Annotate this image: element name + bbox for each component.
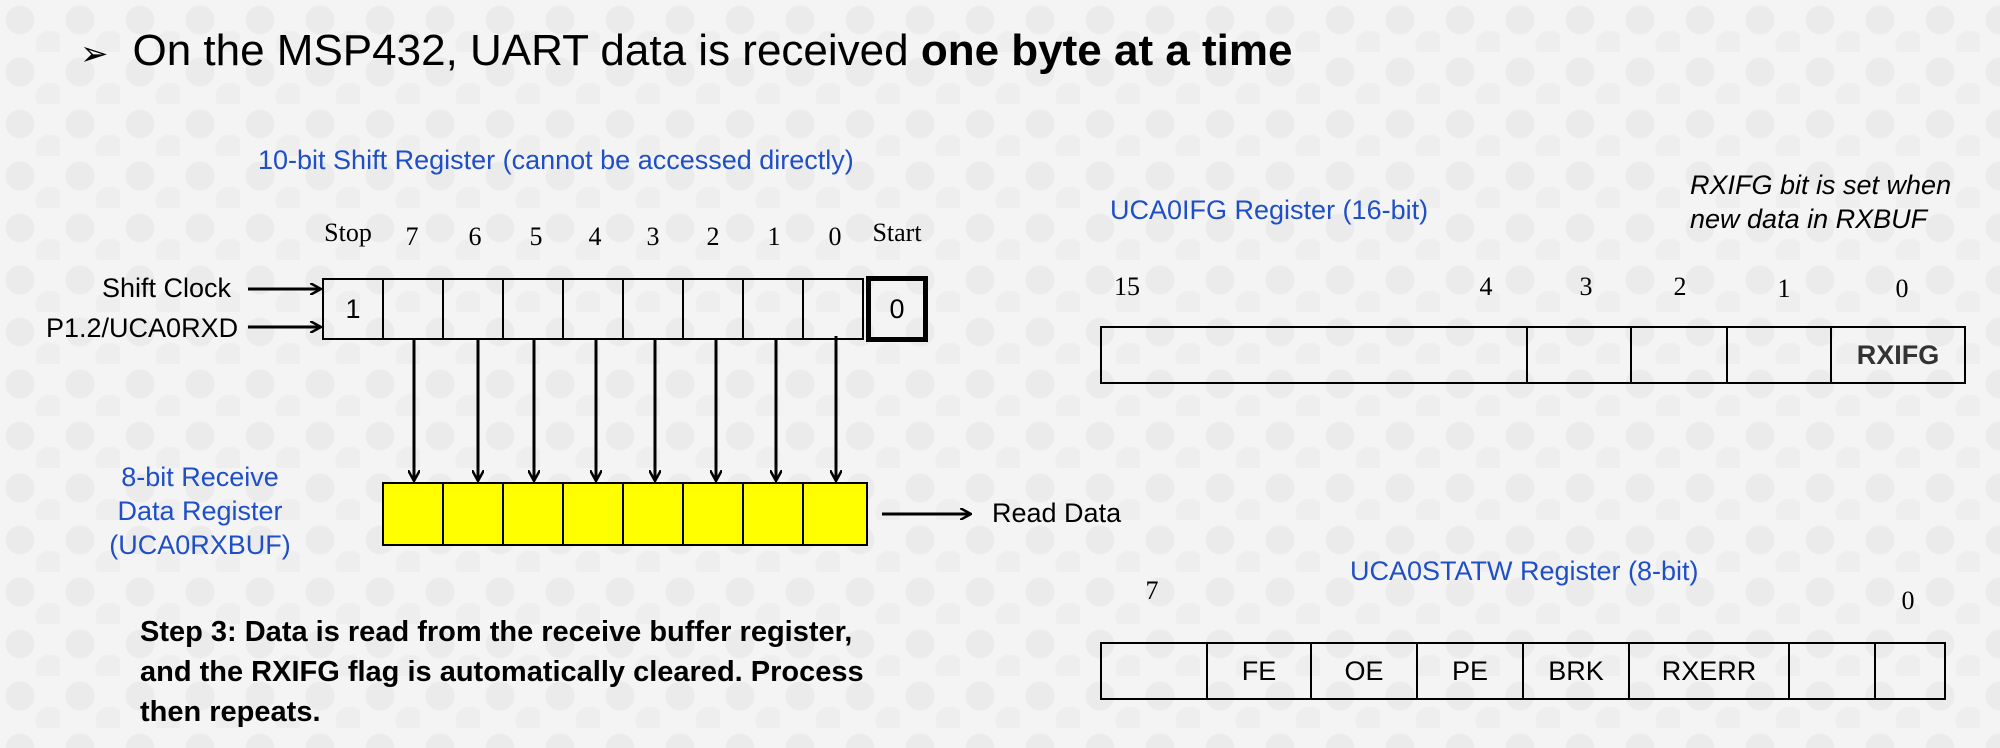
ifg-bit-label: 1 [1777, 274, 1791, 303]
receive-register-label-line: 8-bit Receive [121, 462, 279, 492]
rxbuf-cell [622, 482, 684, 546]
shift-cell-start: 0 [866, 276, 928, 342]
shift-bit-label: Stop [324, 218, 372, 247]
ifg-register-title: UCA0IFG Register (16-bit) [1110, 195, 1429, 225]
statw-register-title: UCA0STATW Register (8-bit) [1350, 556, 1699, 586]
headline: ➢ On the MSP432, UART data is received on… [80, 26, 1293, 76]
shift-bit-label: 2 [706, 222, 720, 251]
ifg-cell-rxifg: RXIFG [1830, 326, 1966, 384]
shift-bit-label: 3 [646, 222, 660, 251]
statw-cell [1100, 642, 1208, 700]
rxifg-note: RXIFG bit is set when new data in RXBUF [1690, 168, 1951, 236]
rxd-pin-label: P1.2/UCA0RXD [46, 313, 239, 343]
shift-bit-label: 7 [405, 222, 419, 251]
headline-text: On the MSP432, UART data is received [132, 26, 921, 75]
statw-cell-brk: BRK [1522, 642, 1630, 700]
ifg-bit-label: 4 [1479, 272, 1493, 301]
statw-cell-fe: FE [1206, 642, 1312, 700]
shift-bit-label: 4 [588, 222, 602, 251]
ifg-cell [1526, 326, 1632, 384]
rxbuf-cell [802, 482, 868, 546]
shift-bit-label: 1 [767, 222, 781, 251]
statw-cell-oe: OE [1310, 642, 1418, 700]
shift-bit-label: Start [872, 218, 922, 247]
statw-cell-rxerr: RXERR [1628, 642, 1790, 700]
receive-register-label-line: Data Register [117, 496, 283, 526]
step-note: Step 3: Data is read from the receive bu… [140, 616, 864, 728]
statw-bit-label: 7 [1145, 576, 1159, 605]
ifg-cell [1630, 326, 1728, 384]
shift-cell [802, 278, 864, 340]
headline-emphasis: one byte at a time [920, 26, 1293, 75]
receive-register-label-line: (UCA0RXBUF) [109, 530, 291, 560]
shift-bit-label: 6 [468, 222, 482, 251]
rxbuf-cell [502, 482, 564, 546]
ifg-bit-label: 0 [1895, 274, 1909, 303]
ifg-bit-label: 15 [1114, 272, 1140, 301]
rxifg-note-line: new data in RXBUF [1690, 204, 1928, 234]
shift-register-title: 10-bit Shift Register (cannot be accesse… [258, 145, 854, 175]
shift-clock-label: Shift Clock [102, 273, 232, 303]
statw-cell-pe: PE [1416, 642, 1524, 700]
rxifg-note-line: RXIFG bit is set when [1690, 170, 1952, 200]
read-data-label: Read Data [992, 498, 1122, 528]
shift-bit-label: 5 [529, 222, 543, 251]
receive-register-label: 8-bit Receive Data Register (UCA0RXBUF) [100, 460, 300, 562]
rxbuf-cell [382, 482, 444, 546]
rxbuf-cell [742, 482, 804, 546]
rxbuf-cell [562, 482, 624, 546]
ifg-cell [1726, 326, 1832, 384]
statw-bit-label: 0 [1901, 586, 1915, 615]
statw-cell [1874, 642, 1946, 700]
ifg-bit-label: 3 [1579, 272, 1593, 301]
rxbuf-cell [442, 482, 504, 546]
statw-cell [1788, 642, 1876, 700]
ifg-cell-reserved [1100, 326, 1528, 384]
shift-bit-label: 0 [828, 222, 842, 251]
bullet-arrow-icon: ➢ [80, 35, 109, 73]
ifg-bit-label: 2 [1673, 272, 1687, 301]
